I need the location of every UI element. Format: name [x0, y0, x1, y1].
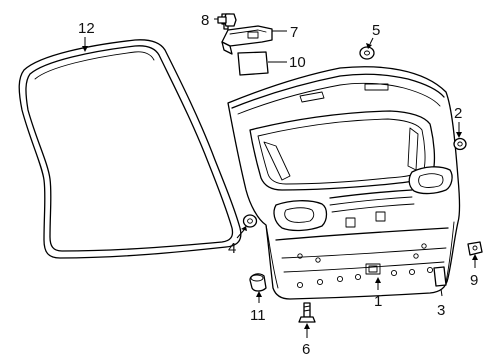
bumper-stop-11	[249, 273, 267, 292]
leader-6	[304, 323, 310, 338]
liftgate-assembly	[227, 66, 461, 300]
clip-9	[467, 241, 483, 256]
leader-9	[472, 254, 478, 268]
callout-8: 8	[201, 12, 209, 29]
callout-1: 1	[374, 293, 382, 310]
callout-3: 3	[437, 302, 445, 319]
protector-pad	[237, 51, 269, 76]
hinge-bracket	[221, 25, 273, 55]
grommet-4	[242, 214, 258, 228]
callout-11: 11	[250, 307, 266, 324]
leader-12	[82, 37, 88, 52]
leader-1	[375, 277, 381, 290]
label-3	[433, 266, 447, 287]
screw-6	[298, 302, 316, 323]
leader-5	[366, 37, 374, 49]
leader-2	[456, 122, 462, 138]
callout-10: 10	[289, 54, 306, 71]
callout-4: 4	[228, 240, 236, 257]
callout-9: 9	[470, 272, 478, 289]
callout-7: 7	[290, 24, 298, 41]
callout-5: 5	[372, 22, 380, 39]
leader-11	[256, 291, 262, 303]
callout-12: 12	[78, 20, 95, 37]
mount-bolt	[217, 13, 237, 27]
grommet-2	[453, 137, 467, 151]
leader-4	[236, 226, 247, 239]
weatherstrip-seal	[18, 39, 242, 259]
leader-3	[440, 288, 443, 297]
grommet-5	[359, 46, 375, 60]
callout-6: 6	[302, 341, 310, 358]
callout-2: 2	[454, 105, 462, 122]
